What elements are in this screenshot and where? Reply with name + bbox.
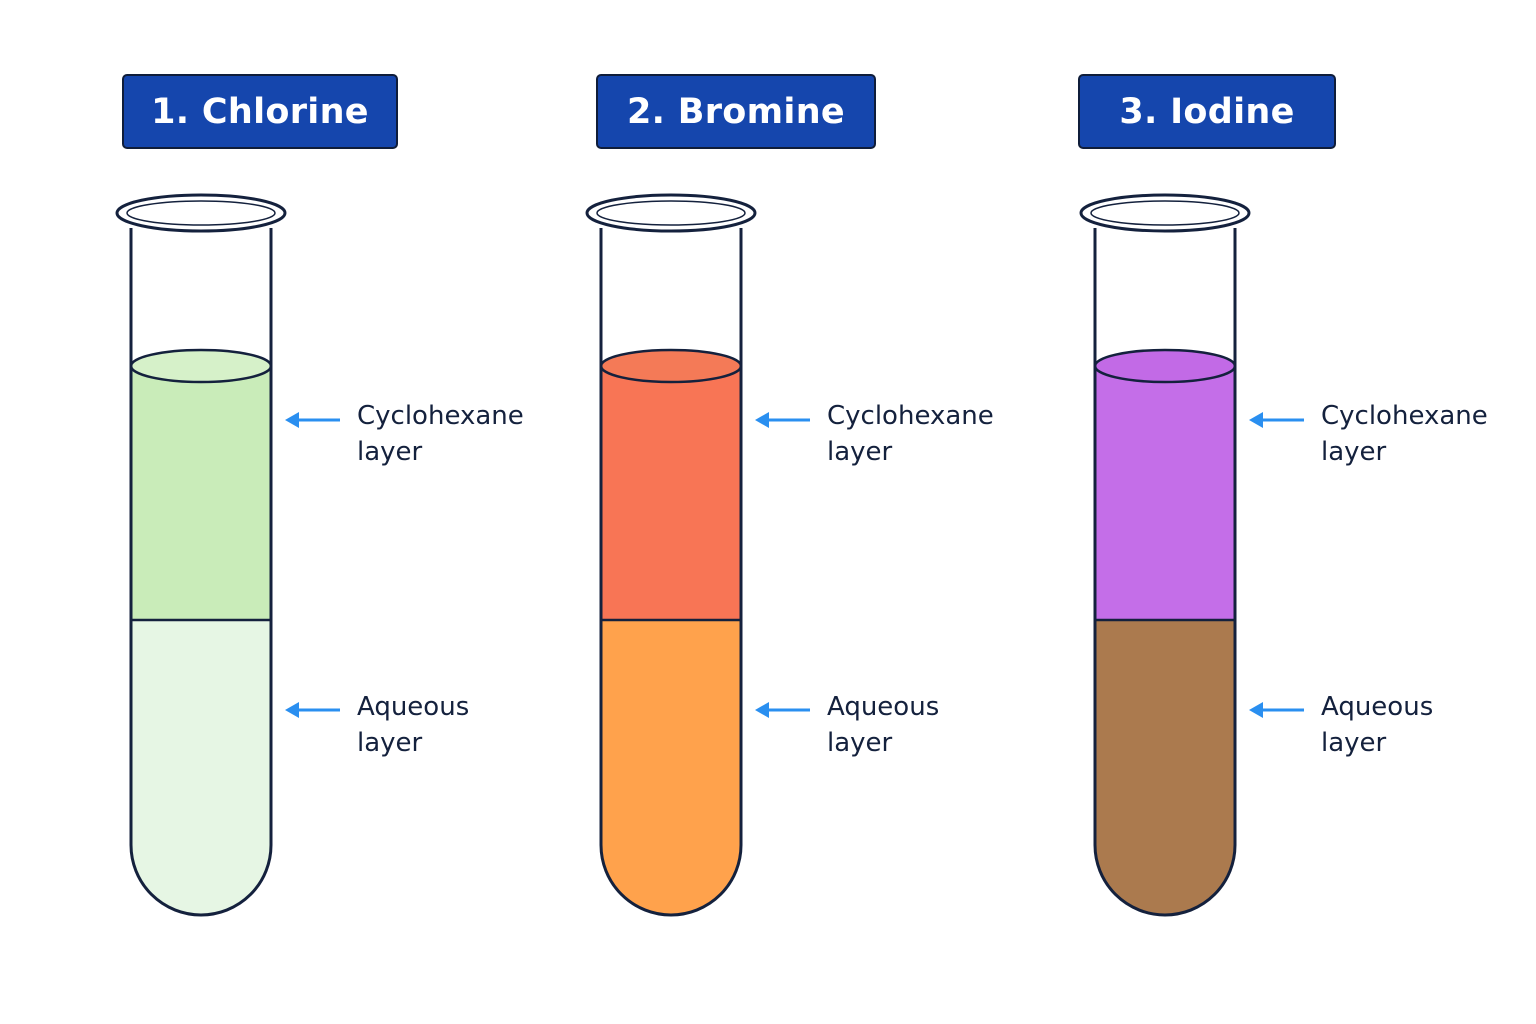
tube-rim [1079, 193, 1251, 233]
title-badge: 3. Iodine [1078, 74, 1336, 149]
title-badge: 1. Chlorine [122, 74, 398, 149]
aqueous-layer [601, 620, 741, 915]
cyclohexane-layer [131, 366, 271, 620]
liquid-surface [129, 348, 273, 384]
cyclohexane-layer [1095, 366, 1235, 620]
tube-rim-inner [126, 200, 276, 226]
cyclohexane-label: Cyclohexane layer [827, 401, 994, 467]
liquid-surface [599, 348, 743, 384]
tube-title: 2. Bromine [627, 91, 845, 132]
test-tube [1079, 193, 1251, 917]
cyclohexane-label: Cyclohexane layer [357, 401, 524, 467]
tube-title: 3. Iodine [1119, 91, 1295, 132]
tube-rim-inner [596, 200, 746, 226]
tube-outline [599, 228, 743, 917]
tube-outline [129, 228, 273, 917]
tube-rim [115, 193, 287, 233]
arrow-left-icon [285, 412, 340, 428]
arrow-left-icon [755, 412, 810, 428]
aqueous-layer [1095, 620, 1235, 915]
arrow-left-icon [1249, 412, 1304, 428]
cyclohexane-layer [601, 366, 741, 620]
arrow-left-icon [285, 702, 340, 718]
tube-title: 1. Chlorine [151, 91, 369, 132]
tube-panel-bromine: 2. Bromine Cyclohexane layer Aqueous lay… [470, 0, 994, 1024]
arrow-left-icon [755, 702, 810, 718]
cyclohexane-label: Cyclohexane layer [1321, 401, 1488, 467]
aqueous-label: Aqueous layer [827, 692, 940, 758]
test-tube [585, 193, 757, 917]
liquid-surface [1093, 348, 1237, 384]
arrow-left-icon [1249, 702, 1304, 718]
aqueous-label: Aqueous layer [1321, 692, 1434, 758]
tube-rim [585, 193, 757, 233]
aqueous-label: Aqueous layer [357, 692, 470, 758]
tube-panel-chlorine: 1. Chlorine Cyclohexane layer Aqueous la… [0, 0, 524, 1024]
title-badge: 2. Bromine [596, 74, 876, 149]
test-tube [115, 193, 287, 917]
aqueous-layer [131, 620, 271, 915]
tube-rim-inner [1090, 200, 1240, 226]
tube-outline [1093, 228, 1237, 917]
tube-panel-iodine: 3. Iodine Cyclohexane layer Aqueous laye… [964, 0, 1488, 1024]
